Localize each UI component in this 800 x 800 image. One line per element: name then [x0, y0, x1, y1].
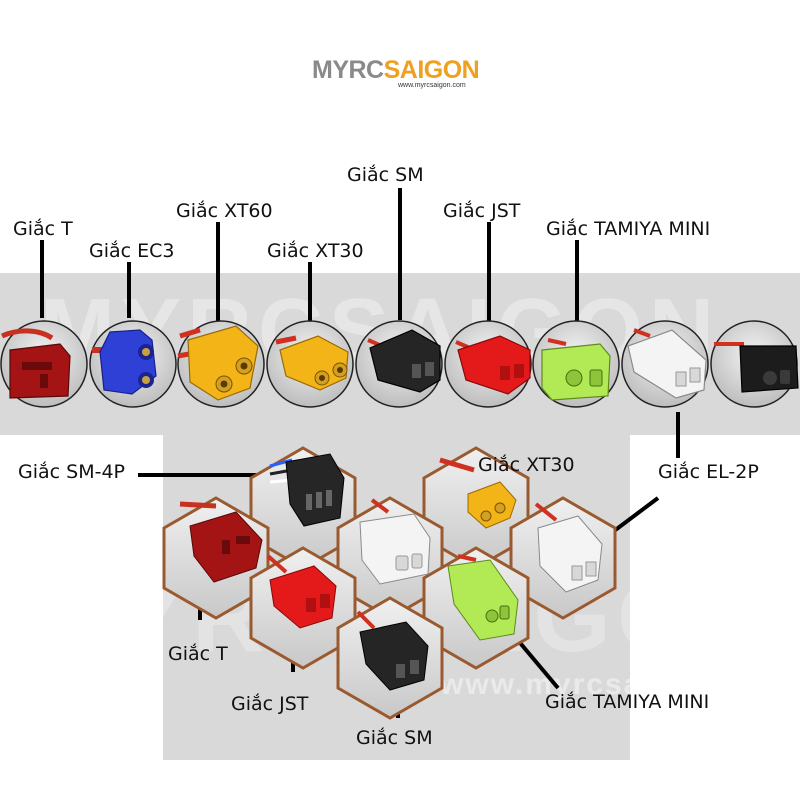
tamiya-black-connector-icon: [714, 342, 799, 393]
top-leader-lines: [40, 188, 680, 458]
label-xt60-top: Giắc XT60: [176, 200, 273, 222]
label-t-hex: Giắc T: [168, 643, 228, 665]
label-sm-top: Giắc SM: [347, 164, 424, 186]
xt30-connector-icon: [275, 335, 349, 391]
t-connector-icon: [0, 328, 71, 399]
brand-name-part2: SAIGON: [383, 56, 480, 84]
tamiya-white-connector-icon: [359, 498, 431, 585]
label-el-2p: Giắc EL-2P: [658, 461, 759, 483]
watermark-url: www.myrcsaigon.com: [440, 668, 792, 701]
label-t-top: Giắc T: [13, 218, 73, 240]
label-xt30-hex: Giắc XT30: [478, 454, 575, 476]
sm-4p-connector-icon: [269, 453, 345, 527]
label-xt30-top: Giắc XT30: [267, 240, 364, 262]
xt30-hex-connector-icon: [439, 457, 517, 529]
el-2p-hex-connector-icon: [534, 502, 603, 593]
brand-url: www.myrcsaigon.com: [398, 82, 466, 89]
jst-hex-connector-icon: [266, 554, 337, 629]
ec3-connector-icon: [92, 329, 157, 395]
jst-connector-icon: [455, 335, 531, 395]
xt60-connector-icon: [177, 325, 259, 401]
tamiya-mini-hex-connector-icon: [447, 554, 519, 641]
label-jst-top: Giắc JST: [443, 200, 521, 222]
t-hex-connector-icon: [179, 501, 263, 583]
label-ec3-top: Giắc EC3: [89, 240, 175, 262]
label-tamiya-mini-hex: Giắc TAMIYA MINI: [545, 691, 710, 713]
el-2p-connector-icon: [627, 328, 707, 399]
label-tamiya-mini-top: Giắc TAMIYA MINI: [546, 218, 711, 240]
tamiya-mini-connector-icon: [541, 338, 611, 401]
sm-connector-icon: [367, 329, 441, 393]
label-sm-hex: Giắc SM: [356, 727, 433, 749]
label-jst-hex: Giắc JST: [231, 693, 309, 715]
label-sm-4p: Giắc SM-4P: [18, 461, 125, 483]
brand-logo: MYRCSAIGON www.myrcsaigon.com: [312, 58, 492, 94]
sm-hex-connector-icon: [356, 610, 429, 691]
brand-name-part1: MYRC: [312, 56, 384, 84]
